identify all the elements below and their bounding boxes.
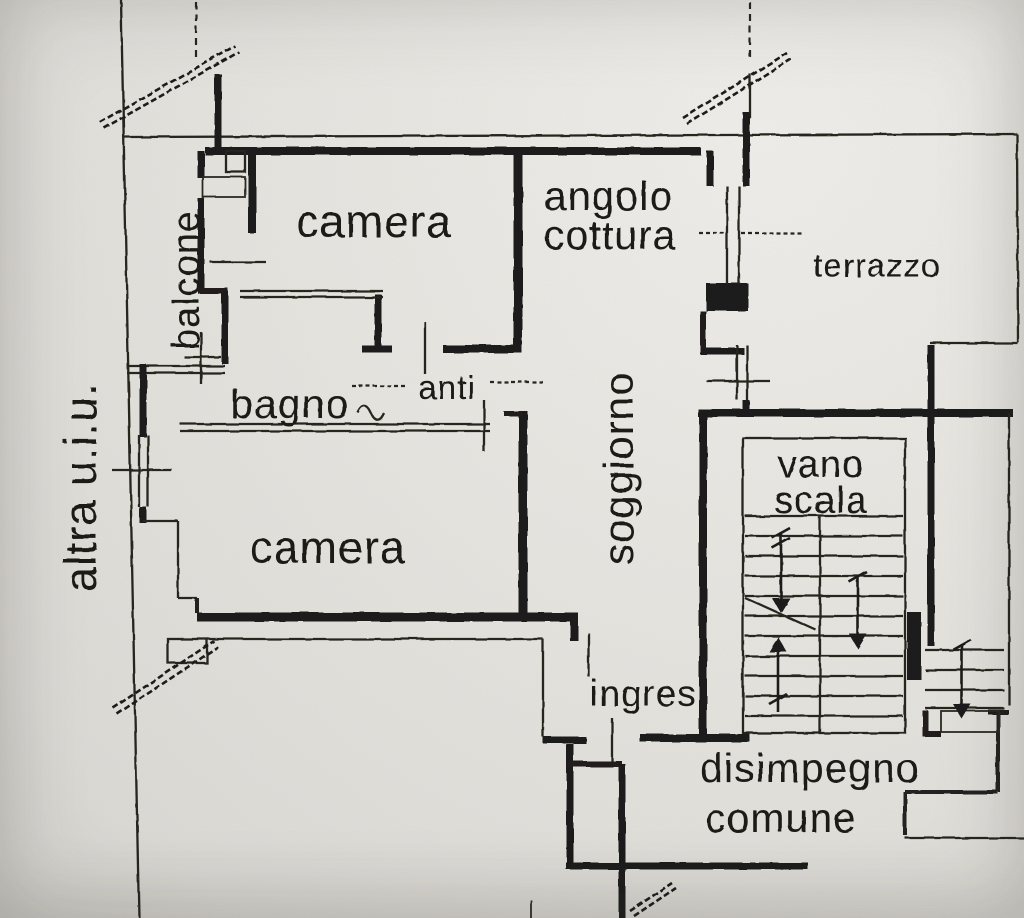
doors-and-partitions [180,289,614,761]
section-break-marks [99,2,792,918]
staircase [741,436,1004,735]
room-label-vano-scala-line2: scala [774,480,868,522]
stair-down-arrow-icon [952,638,972,719]
stair-treads [745,514,903,718]
room-label-altra-uiu: altra u.i.u. [55,382,106,592]
room-label-angolo-cottura-line2: cottura [544,212,676,258]
landing-door [907,612,921,680]
room-label-soggiorno: soggiorno [595,372,642,565]
room-labels: altra u.i.u. balcone camera angolo cottu… [55,173,940,841]
walls [139,74,1024,918]
room-label-disimpegno-line1: disimpegno [700,745,920,791]
sink-squiggle [356,405,386,421]
stair-down-arrow-icon [848,570,868,649]
stair-up-arrow-icon [768,637,788,712]
room-label-anti: anti [418,369,475,406]
room-label-bagno: bagno [230,381,349,427]
pillar [224,149,247,174]
stair-down-arrow-icon [771,526,791,613]
room-label-disimpegno-line2: comune [705,795,857,841]
room-label-camera-bottom: camera [250,522,406,573]
room-label-camera-top: camera [296,196,452,247]
room-label-ingresso: ingres [590,673,697,714]
stair-break-line [744,596,817,632]
room-label-terrazzo: terrazzo [813,247,940,284]
room-label-angolo-cottura-line1: angolo [544,173,673,219]
boundary-lines [119,0,1020,918]
room-label-vano-scala-line1: vano [778,444,864,486]
windows [112,186,801,507]
room-label-balcone: balcone [166,210,208,350]
thresholds [202,176,1000,733]
